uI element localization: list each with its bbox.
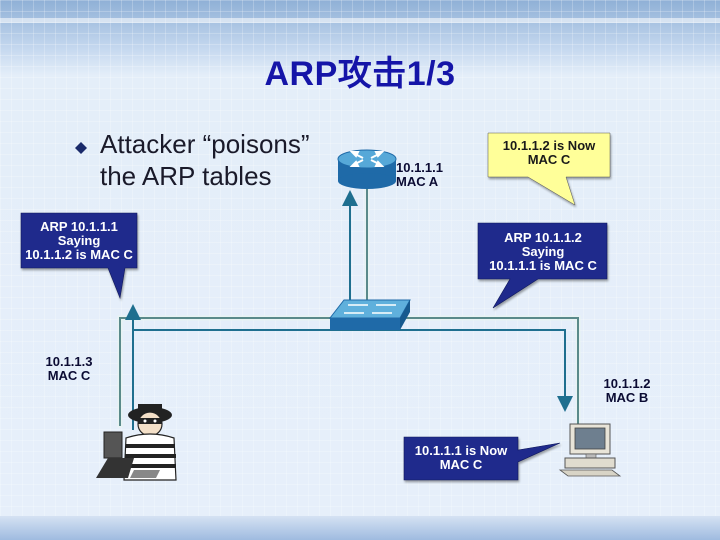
attacker-icon [96, 404, 177, 481]
arrow-to-router [132, 190, 358, 331]
callout-router-belief-line1: 10.1.1.2 is Now [502, 138, 596, 153]
arrow-to-host [133, 329, 573, 412]
attacker-mac: MAC C [47, 368, 91, 383]
callout-router-belief-shape [487, 132, 611, 206]
bullet-text: Attacker “poisons” the ARP tables [100, 129, 310, 191]
callout-arp-to-router-line2: Saying [57, 233, 101, 248]
router-icon [337, 149, 397, 189]
callout-arp-to-host-line3: 10.1.1.1 is MAC C [489, 258, 597, 273]
callout-router-belief: 10.1.1.2 is Now MAC C [490, 139, 608, 167]
switch-icon [328, 299, 411, 330]
callout-arp-to-host-line1: ARP 10.1.1.2 [504, 230, 582, 245]
top-band [0, 18, 720, 23]
callout-arp-to-router-shape [20, 212, 138, 300]
callout-arp-to-host: ARP 10.1.1.2 Saying 10.1.1.1 is MAC C [478, 231, 608, 273]
callout-host-belief-line2: MAC C [439, 457, 483, 472]
attacker-ip: 10.1.1.3 [45, 354, 93, 369]
link-switch-host [397, 315, 581, 428]
callout-host-belief-shape [403, 436, 561, 481]
slide-title: ARP攻击1/3 [264, 55, 456, 93]
network-links [117, 182, 581, 428]
router-ip: 10.1.1.1 [396, 160, 443, 175]
router-mac: MAC A [396, 174, 439, 189]
callout-arp-to-router-line1: ARP 10.1.1.1 [40, 219, 118, 234]
callout-arp-to-host-shape [477, 222, 608, 309]
computer-icon [558, 423, 622, 477]
callout-arp-to-router-line3: 10.1.1.2 is MAC C [25, 247, 133, 262]
callout-host-belief-line1: 10.1.1.1 is Now [414, 443, 508, 458]
callout-arp-to-router: ARP 10.1.1.1 Saying 10.1.1.2 is MAC C [18, 220, 140, 262]
host-ip: 10.1.1.2 [603, 376, 651, 391]
bottom-band [0, 516, 720, 540]
callout-arp-to-host-line2: Saying [521, 244, 565, 259]
attacker-label: 10.1.1.3 MAC C [34, 355, 104, 383]
host-mac: MAC B [605, 390, 649, 405]
callout-host-belief: 10.1.1.1 is Now MAC C [404, 444, 518, 472]
callout-router-belief-line2: MAC C [527, 152, 571, 167]
router-label: 10.1.1.1 MAC A [396, 161, 448, 189]
host-label: 10.1.1.2 MAC B [592, 377, 662, 405]
